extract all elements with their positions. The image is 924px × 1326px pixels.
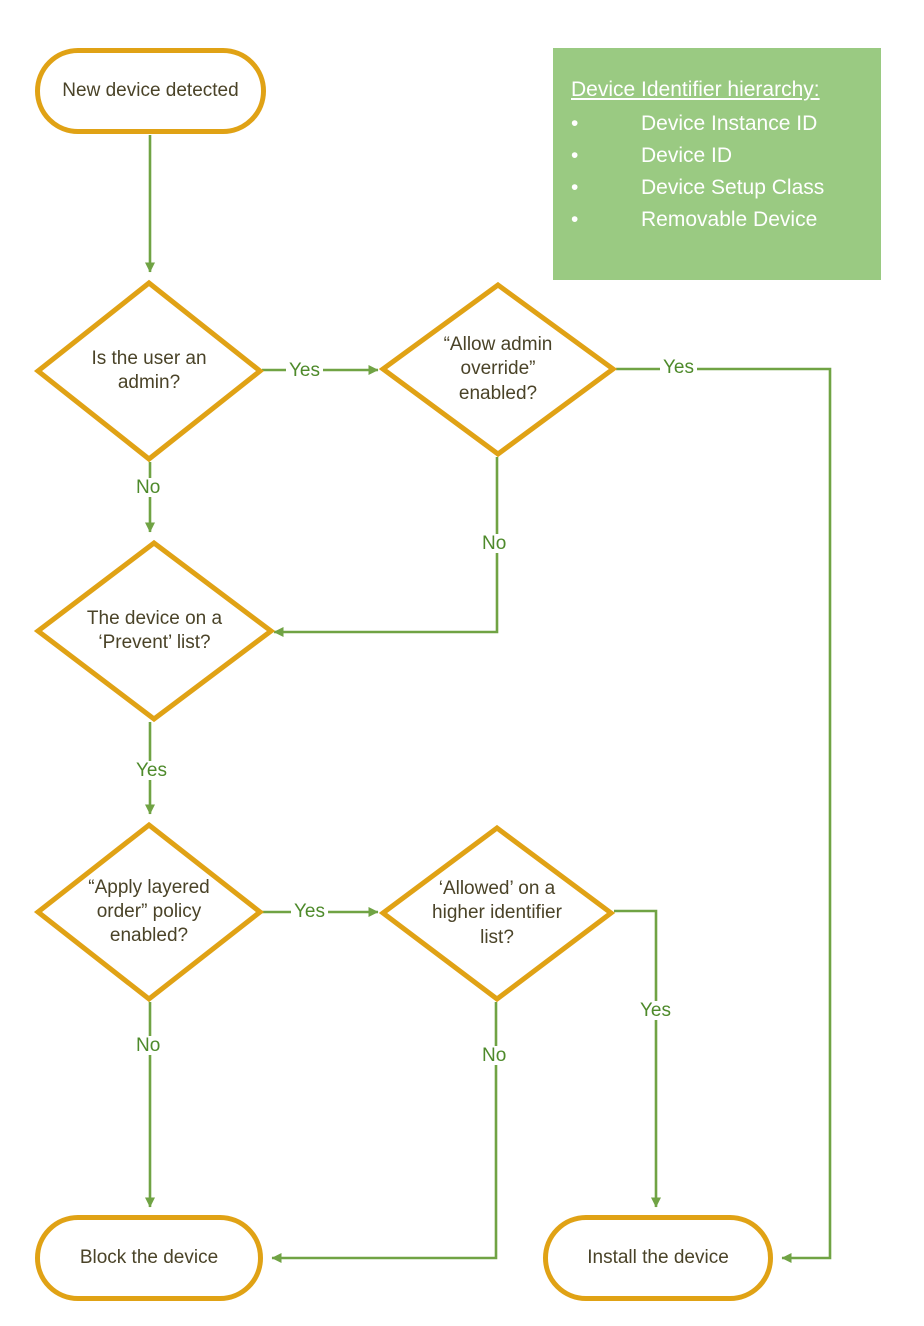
node-is-user-admin[interactable]: Is the user an admin? [33, 279, 265, 463]
legend-item: • Device Instance ID [553, 108, 881, 140]
node-label: ‘Allowed’ on a higher identifier list? [432, 878, 562, 948]
edge-label-layered-yes: Yes [291, 902, 328, 921]
diamond-outline [378, 824, 616, 1003]
legend-item-label: Removable Device [641, 208, 818, 232]
diamond-outline [378, 281, 618, 458]
edge-label-override-yes: Yes [660, 358, 697, 377]
edge-label-higher-no: No [479, 1046, 510, 1065]
legend-title: Device Identifier hierarchy: [571, 78, 820, 101]
edge-label-admin-yes: Yes [286, 361, 323, 380]
edge-label-override-no: No [479, 534, 510, 553]
node-label: New device detected [62, 80, 239, 102]
node-device-on-prevent-list[interactable]: The device on a ‘Prevent’ list? [33, 539, 276, 723]
legend-list: • Device Instance ID • Device ID • Devic… [553, 108, 881, 236]
node-allow-admin-override[interactable]: “Allow admin override” enabled? [378, 281, 618, 458]
edge-label-prevent-yes: Yes [133, 761, 170, 780]
edge-override-no [273, 457, 499, 637]
node-install-the-device[interactable]: Install the device [543, 1215, 773, 1301]
legend-item-label: Device ID [641, 144, 733, 168]
legend-device-identifier-hierarchy: Device Identifier hierarchy: • Device In… [553, 48, 881, 280]
legend-item: • Device Setup Class [553, 172, 881, 204]
node-new-device-detected[interactable]: New device detected [35, 48, 266, 134]
edge-label-admin-no: No [133, 478, 164, 497]
node-label: “Allow admin override” enabled? [443, 334, 553, 404]
node-label: Is the user an admin? [91, 347, 207, 393]
legend-item: • Device ID [553, 140, 881, 172]
legend-item-label: Device Instance ID [641, 112, 818, 136]
edge-label-layered-no: No [133, 1036, 164, 1055]
node-label: “Apply layered order” policy enabled? [88, 876, 210, 947]
edge-higher-yes [614, 909, 661, 1208]
edge-override-yes [616, 367, 832, 1263]
node-label: Install the device [587, 1247, 729, 1269]
node-label: The device on a ‘Prevent’ list? [86, 607, 223, 653]
bullet-icon: • [571, 112, 579, 136]
diamond-outline [33, 821, 265, 1003]
diamond-outline [33, 279, 265, 463]
node-block-the-device[interactable]: Block the device [35, 1215, 263, 1301]
bullet-icon: • [571, 176, 579, 200]
legend-item: • Removable Device [553, 204, 881, 236]
legend-item-label: Device Setup Class [641, 176, 825, 200]
node-allowed-higher-identifier[interactable]: ‘Allowed’ on a higher identifier list? [378, 824, 616, 1003]
bullet-icon: • [571, 144, 579, 168]
bullet-icon: • [571, 208, 579, 232]
node-apply-layered-order[interactable]: “Apply layered order” policy enabled? [33, 821, 265, 1003]
edge-label-higher-yes: Yes [637, 1001, 674, 1020]
node-label: Block the device [79, 1247, 219, 1269]
diamond-outline [33, 539, 276, 723]
edge-higher-no [271, 1002, 498, 1263]
